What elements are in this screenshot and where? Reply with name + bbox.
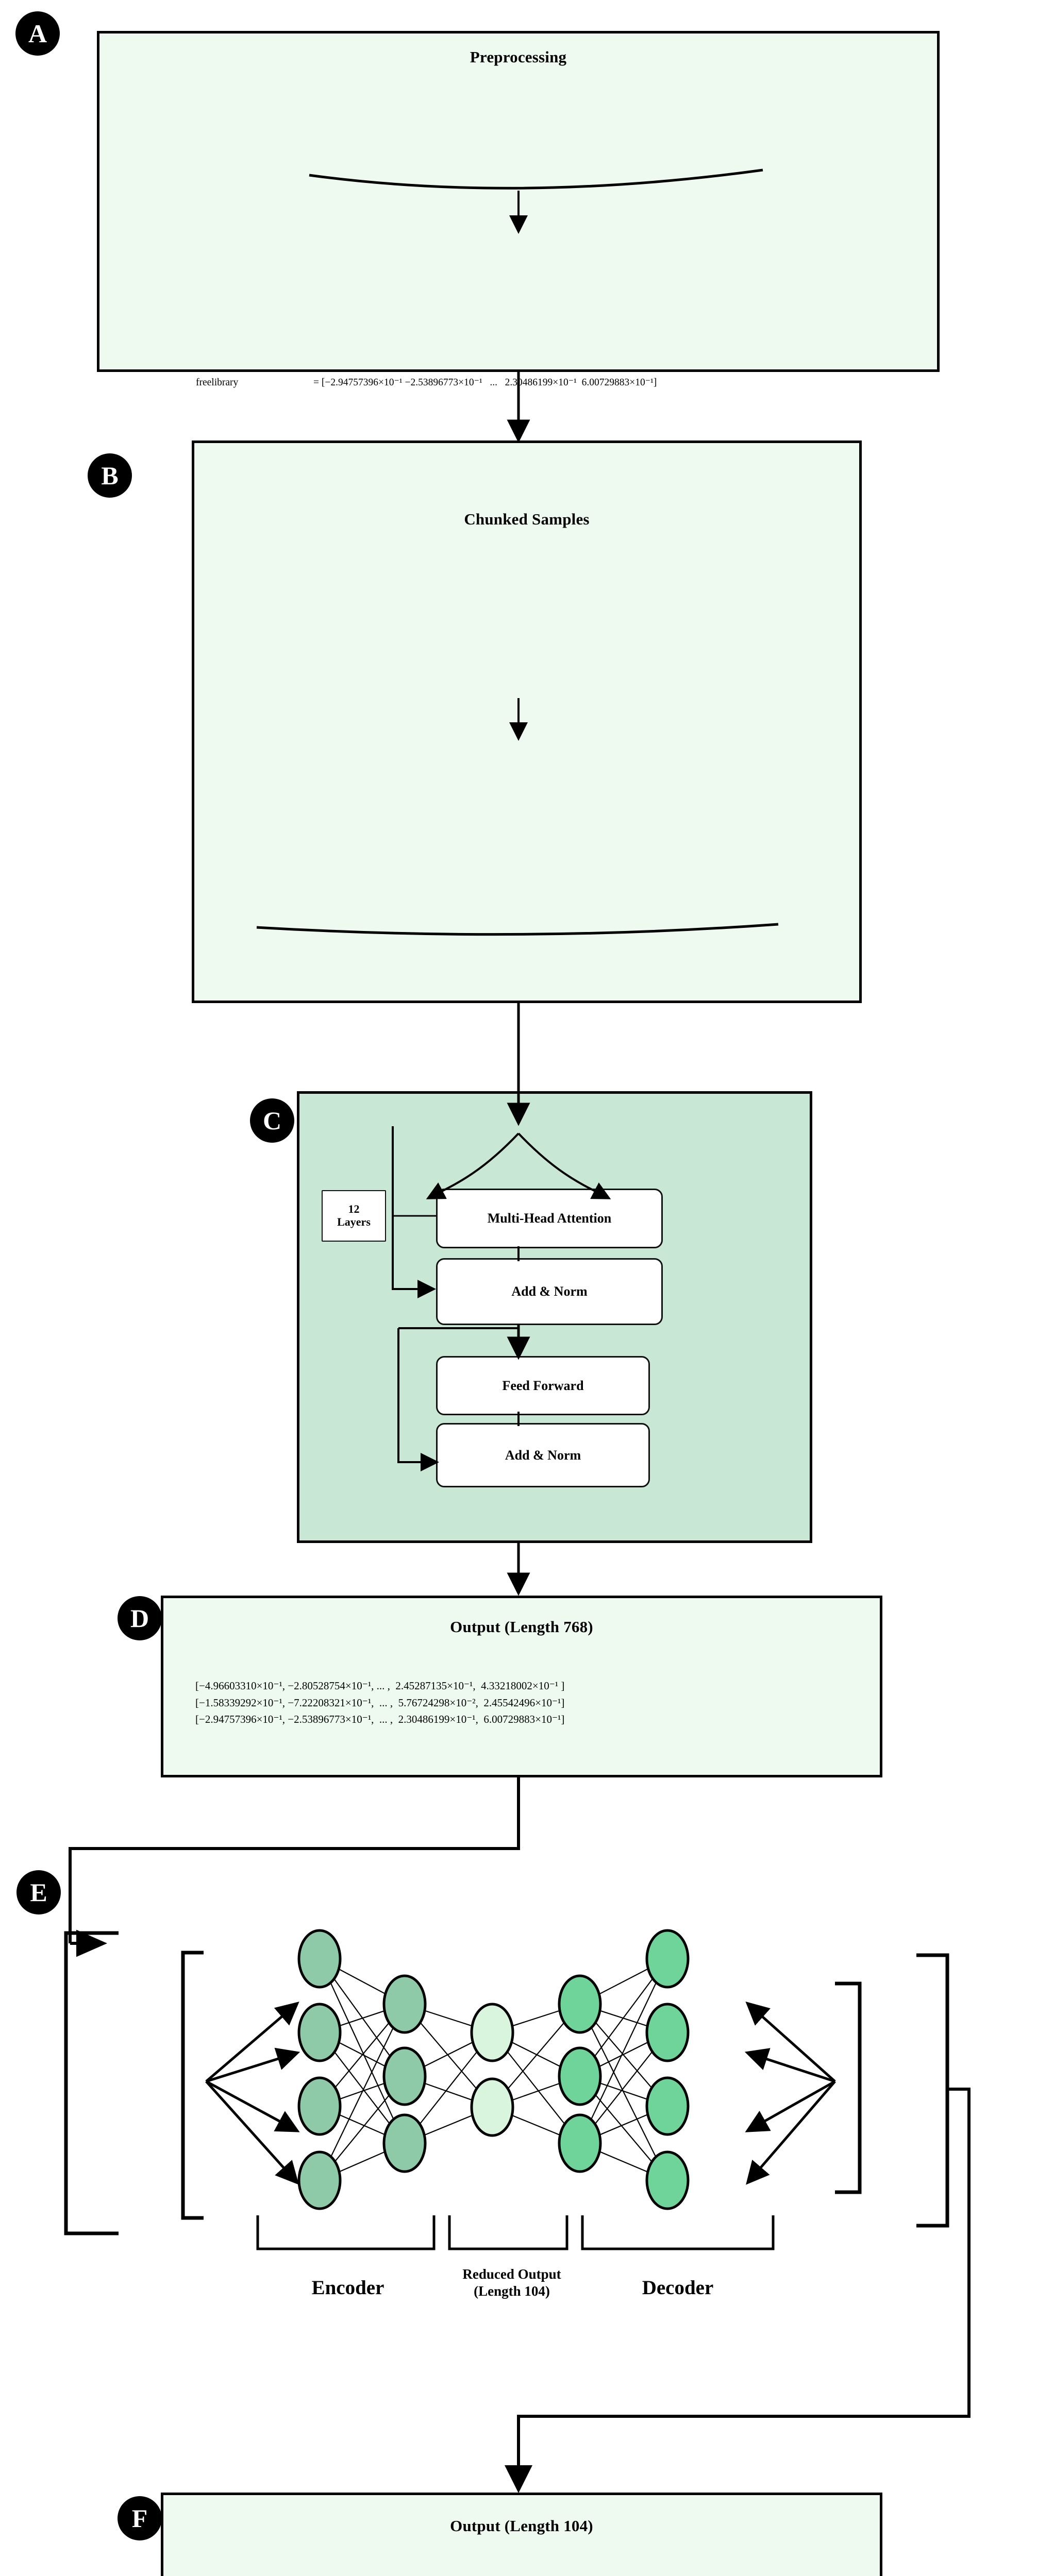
decoder-node: [558, 2113, 602, 2173]
output-row: [−2.94757396×10⁻¹, −2.53896773×10⁻¹, ...…: [195, 1713, 565, 1726]
panel-badge-e: E: [16, 1870, 61, 1914]
panel-b-chunked-samples: Chunked Samples: [192, 440, 862, 1003]
decoder-node: [558, 2046, 602, 2106]
reduced-output-line2: (Length 104): [474, 2283, 550, 2299]
multi-head-attention-block: Multi-Head Attention: [436, 1189, 663, 1248]
reduced-output-label: Reduced Output (Length 104): [427, 2266, 597, 2300]
panel-badge-f-label: F: [131, 2504, 148, 2533]
encoder-node: [382, 1974, 427, 2034]
encoder-node: [382, 2046, 427, 2106]
panel-badge-e-label: E: [30, 1878, 47, 1907]
layers-count-box: 12 Layers: [322, 1190, 386, 1242]
encoder-node: [297, 2150, 342, 2210]
network-edges: [319, 1958, 668, 2181]
feed-forward-label: Feed Forward: [502, 1378, 584, 1393]
word-vector-values: = [−2.94757396×10⁻¹ −2.53896773×10⁻¹ ...…: [313, 377, 657, 388]
word-vector-row: freelibrary = [−2.94757396×10⁻¹ −2.538967…: [176, 359, 659, 406]
decoder-node: [645, 2076, 690, 2136]
layers-count-value: 12: [348, 1202, 360, 1216]
feed-forward-block: Feed Forward: [436, 1356, 650, 1415]
encoder-node: [297, 2003, 342, 2062]
panel-d-title: Output (Length 768): [450, 1618, 593, 1636]
panel-a-title: Preprocessing: [470, 48, 567, 66]
output-row: [−1.58339292×10⁻¹, −7.22208321×10⁻¹, ...…: [195, 1696, 565, 1709]
panel-badge-c-label: C: [262, 1106, 282, 1135]
panel-badge-d-label: D: [130, 1604, 149, 1633]
panel-badge-c: C: [250, 1098, 294, 1143]
panel-badge-b-label: B: [101, 461, 119, 490]
autoencoder-network: [297, 1929, 690, 2210]
panel-badge-a-label: A: [28, 19, 47, 48]
panel-badge-b: B: [88, 453, 132, 498]
network-nodes: [297, 1929, 690, 2210]
panel-d-rows: [−4.96603310×10⁻¹, −2.80528754×10⁻¹, ...…: [195, 1677, 564, 1728]
decoder-node: [645, 2003, 690, 2062]
bottleneck-node: [470, 2077, 514, 2137]
multi-head-attention-label: Multi-Head Attention: [487, 1211, 612, 1226]
add-norm-block-1: Add & Norm: [436, 1258, 663, 1325]
decoder-node: [645, 2150, 690, 2210]
panel-badge-f: F: [118, 2496, 162, 2540]
encoder-node: [382, 2113, 427, 2173]
word-vector-token: freelibrary: [196, 377, 239, 388]
add-norm-label: Add & Norm: [505, 1447, 581, 1463]
panel-a-preprocessing: Preprocessing: [97, 31, 940, 372]
add-norm-label: Add & Norm: [511, 1284, 588, 1299]
decoder-label: Decoder: [642, 2277, 714, 2299]
panel-badge-a: A: [15, 11, 60, 56]
panel-badge-d: D: [118, 1596, 162, 1640]
add-norm-block-2: Add & Norm: [436, 1423, 650, 1487]
layers-count-label: Layers: [337, 1215, 371, 1228]
decoder-node: [645, 1929, 690, 1989]
encoder-node: [297, 2076, 342, 2136]
panel-b-title: Chunked Samples: [464, 510, 590, 528]
panel-f-title: Output (Length 104): [450, 2517, 593, 2535]
output-row: [−4.96603310×10⁻¹, −2.80528754×10⁻¹, ...…: [195, 1680, 565, 1692]
decoder-node: [558, 1974, 602, 2034]
bottleneck-node: [470, 2003, 514, 2062]
panel-f-output-104: Output (Length 104) [−4.75320423×10⁻¹, −…: [161, 2493, 882, 2576]
reduced-output-line1: Reduced Output: [462, 2266, 561, 2282]
panel-d-output-768: Output (Length 768) [−4.96603310×10⁻¹, −…: [161, 1596, 882, 1777]
encoder-label: Encoder: [311, 2277, 384, 2299]
encoder-node: [297, 1929, 342, 1989]
